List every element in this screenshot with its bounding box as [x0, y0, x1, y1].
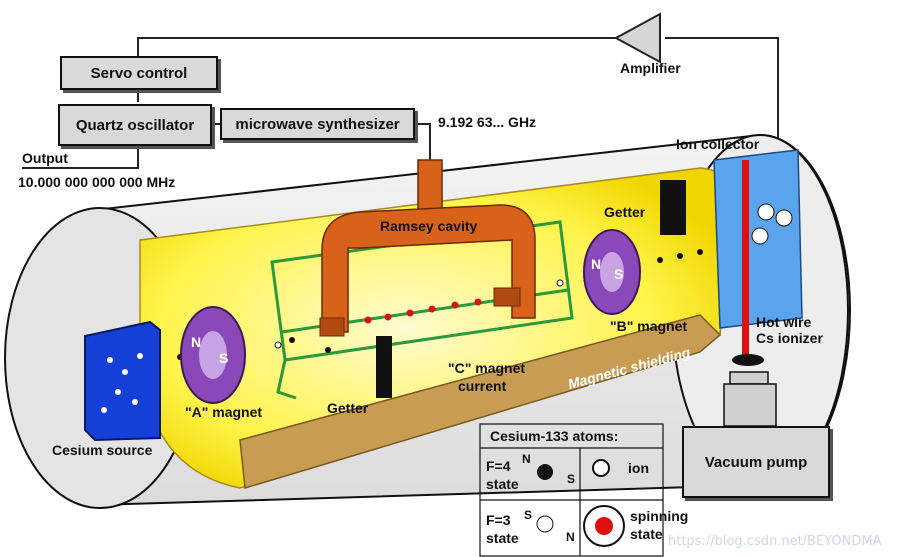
- legend-title: Cesium-133 atoms:: [490, 428, 619, 444]
- synth-frequency: 9.192 63... GHz: [438, 114, 537, 130]
- legend-f3-label: F=3: [486, 512, 511, 528]
- a-magnet-icon: [180, 306, 246, 404]
- quartz-oscillator-box: Quartz oscillator: [58, 104, 212, 146]
- b-magnet-s: S: [614, 266, 624, 282]
- legend-spinning-state: state: [630, 526, 663, 542]
- servo-control-box: Servo control: [60, 56, 218, 90]
- c-magnet-label: "C" magnet: [448, 360, 526, 376]
- legend-f4-label: F=4: [486, 458, 511, 474]
- legend-f4-n: N: [522, 452, 531, 466]
- ion-collector-label: Ion collector: [676, 136, 760, 152]
- legend-ion-label: ion: [628, 460, 649, 476]
- legend-f3-atom-icon: [536, 515, 554, 533]
- legend-f3-s: S: [524, 508, 533, 522]
- b-magnet-label: "B" magnet: [610, 318, 688, 334]
- legend-ion-icon: [592, 459, 610, 477]
- magnetic-shielding: [139, 167, 732, 489]
- ramsey-cavity: [319, 159, 536, 337]
- legend-f4-state: state: [486, 476, 519, 492]
- ramsey-cavity-label: Ramsey cavity: [380, 218, 478, 234]
- cesium-source-icon: [84, 320, 161, 442]
- a-magnet-label: "A" magnet: [185, 404, 263, 420]
- ion-collector-icon: [713, 149, 803, 366]
- microwave-synthesizer-box: microwave synthesizer: [220, 108, 415, 140]
- hot-wire-icon: [742, 160, 749, 360]
- legend-f4-atom-icon: [537, 464, 553, 480]
- output-frequency: 10.000 000 000 000 MHz: [18, 174, 176, 190]
- legend-f4-s: S: [567, 472, 576, 486]
- pump-pipe: [723, 371, 777, 427]
- output-label: Output: [22, 150, 68, 166]
- legend-frame: [479, 423, 664, 557]
- watermark: https://blog.csdn.net/BEYONDMA: [668, 534, 882, 549]
- hot-wire-label: Hot wire: [756, 314, 812, 330]
- legend-f3-state: state: [486, 530, 519, 546]
- hot-wire-label-2: Cs ionizer: [756, 330, 823, 346]
- vacuum-pump-box: Vacuum pump: [682, 426, 830, 498]
- amplifier-icon: [613, 12, 661, 64]
- c-magnet-label-2: current: [458, 378, 507, 394]
- feedback-wires: [22, 37, 779, 169]
- b-magnet-n: N: [591, 256, 602, 272]
- cesium-source-label: Cesium source: [52, 442, 153, 458]
- getter-right-icon: [660, 180, 686, 235]
- getter-bottom-icon: [376, 336, 392, 398]
- getter-bottom-label: Getter: [327, 400, 369, 416]
- legend-spinning-label: spinning: [630, 508, 689, 524]
- legend-spin-core-icon: [595, 517, 613, 535]
- getter-right-label: Getter: [604, 204, 646, 220]
- legend-f3-n: N: [566, 530, 575, 544]
- a-magnet-s: S: [219, 350, 229, 366]
- amplifier-label: Amplifier: [620, 60, 681, 76]
- a-magnet-n: N: [191, 334, 202, 350]
- b-magnet-icon: [583, 229, 641, 315]
